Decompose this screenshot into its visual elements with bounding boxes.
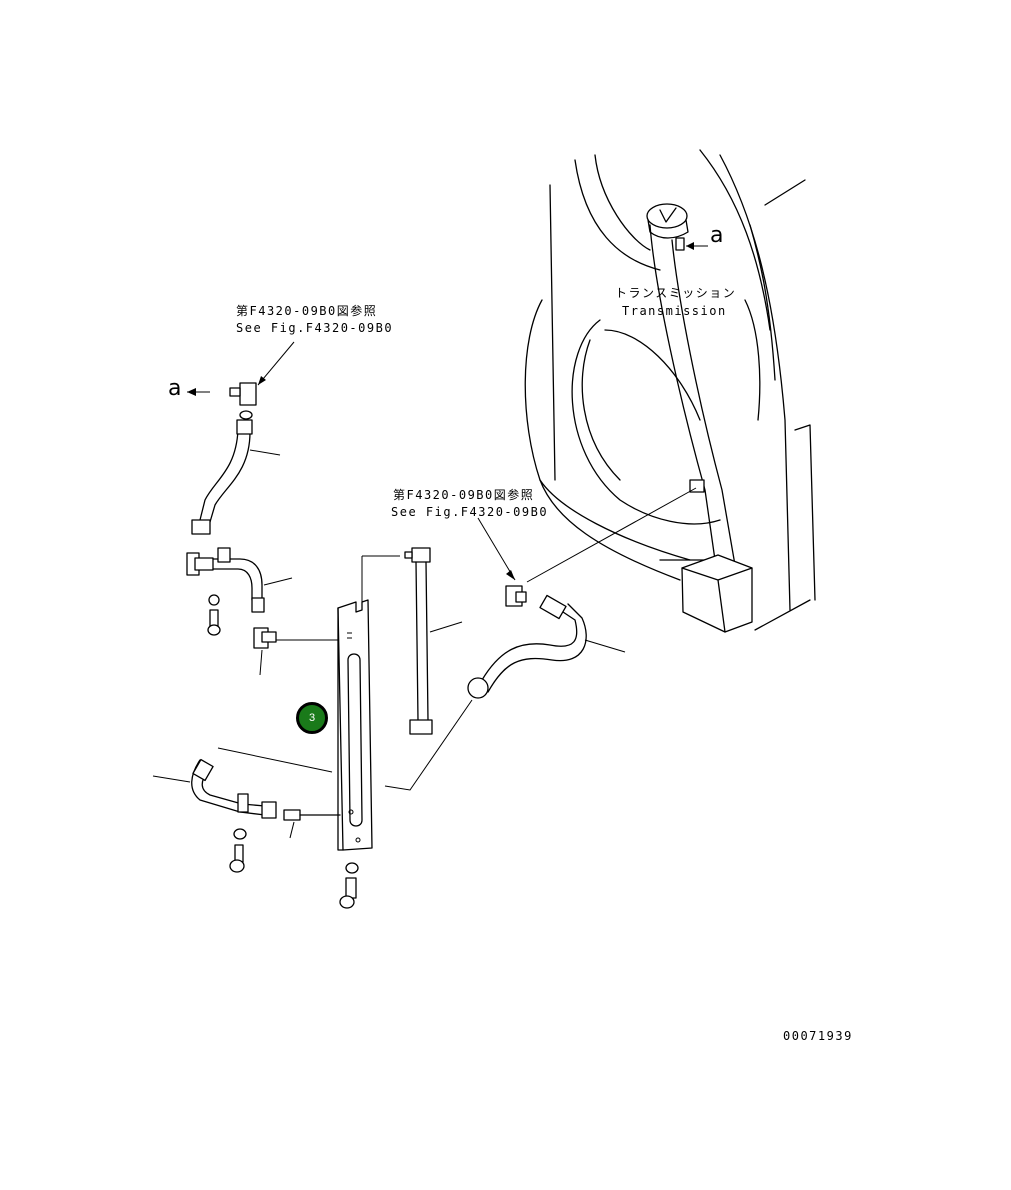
vertical-pipe	[404, 547, 463, 735]
transmission-label-en: Transmission	[622, 304, 727, 318]
marker-a-left: a	[168, 376, 182, 401]
ref-top-left-jp: 第F4320-09B0図参照	[236, 304, 378, 318]
callout-3[interactable]: 3	[296, 702, 328, 734]
marker-a-right: a	[710, 223, 724, 248]
drawing-number: 00071939	[783, 1029, 853, 1043]
ref-middle-jp: 第F4320-09B0図参照	[393, 488, 535, 502]
middle-assembly	[384, 517, 626, 791]
ref-middle-en: See Fig.F4320-09B0	[391, 505, 549, 519]
bracket	[337, 555, 400, 909]
lower-left-assembly	[152, 747, 341, 873]
transmission-housing	[524, 149, 816, 633]
transmission-label-jp: トランスミッション	[615, 286, 737, 300]
upper-left-assembly	[186, 341, 340, 676]
ref-top-left-en: See Fig.F4320-09B0	[236, 321, 394, 335]
